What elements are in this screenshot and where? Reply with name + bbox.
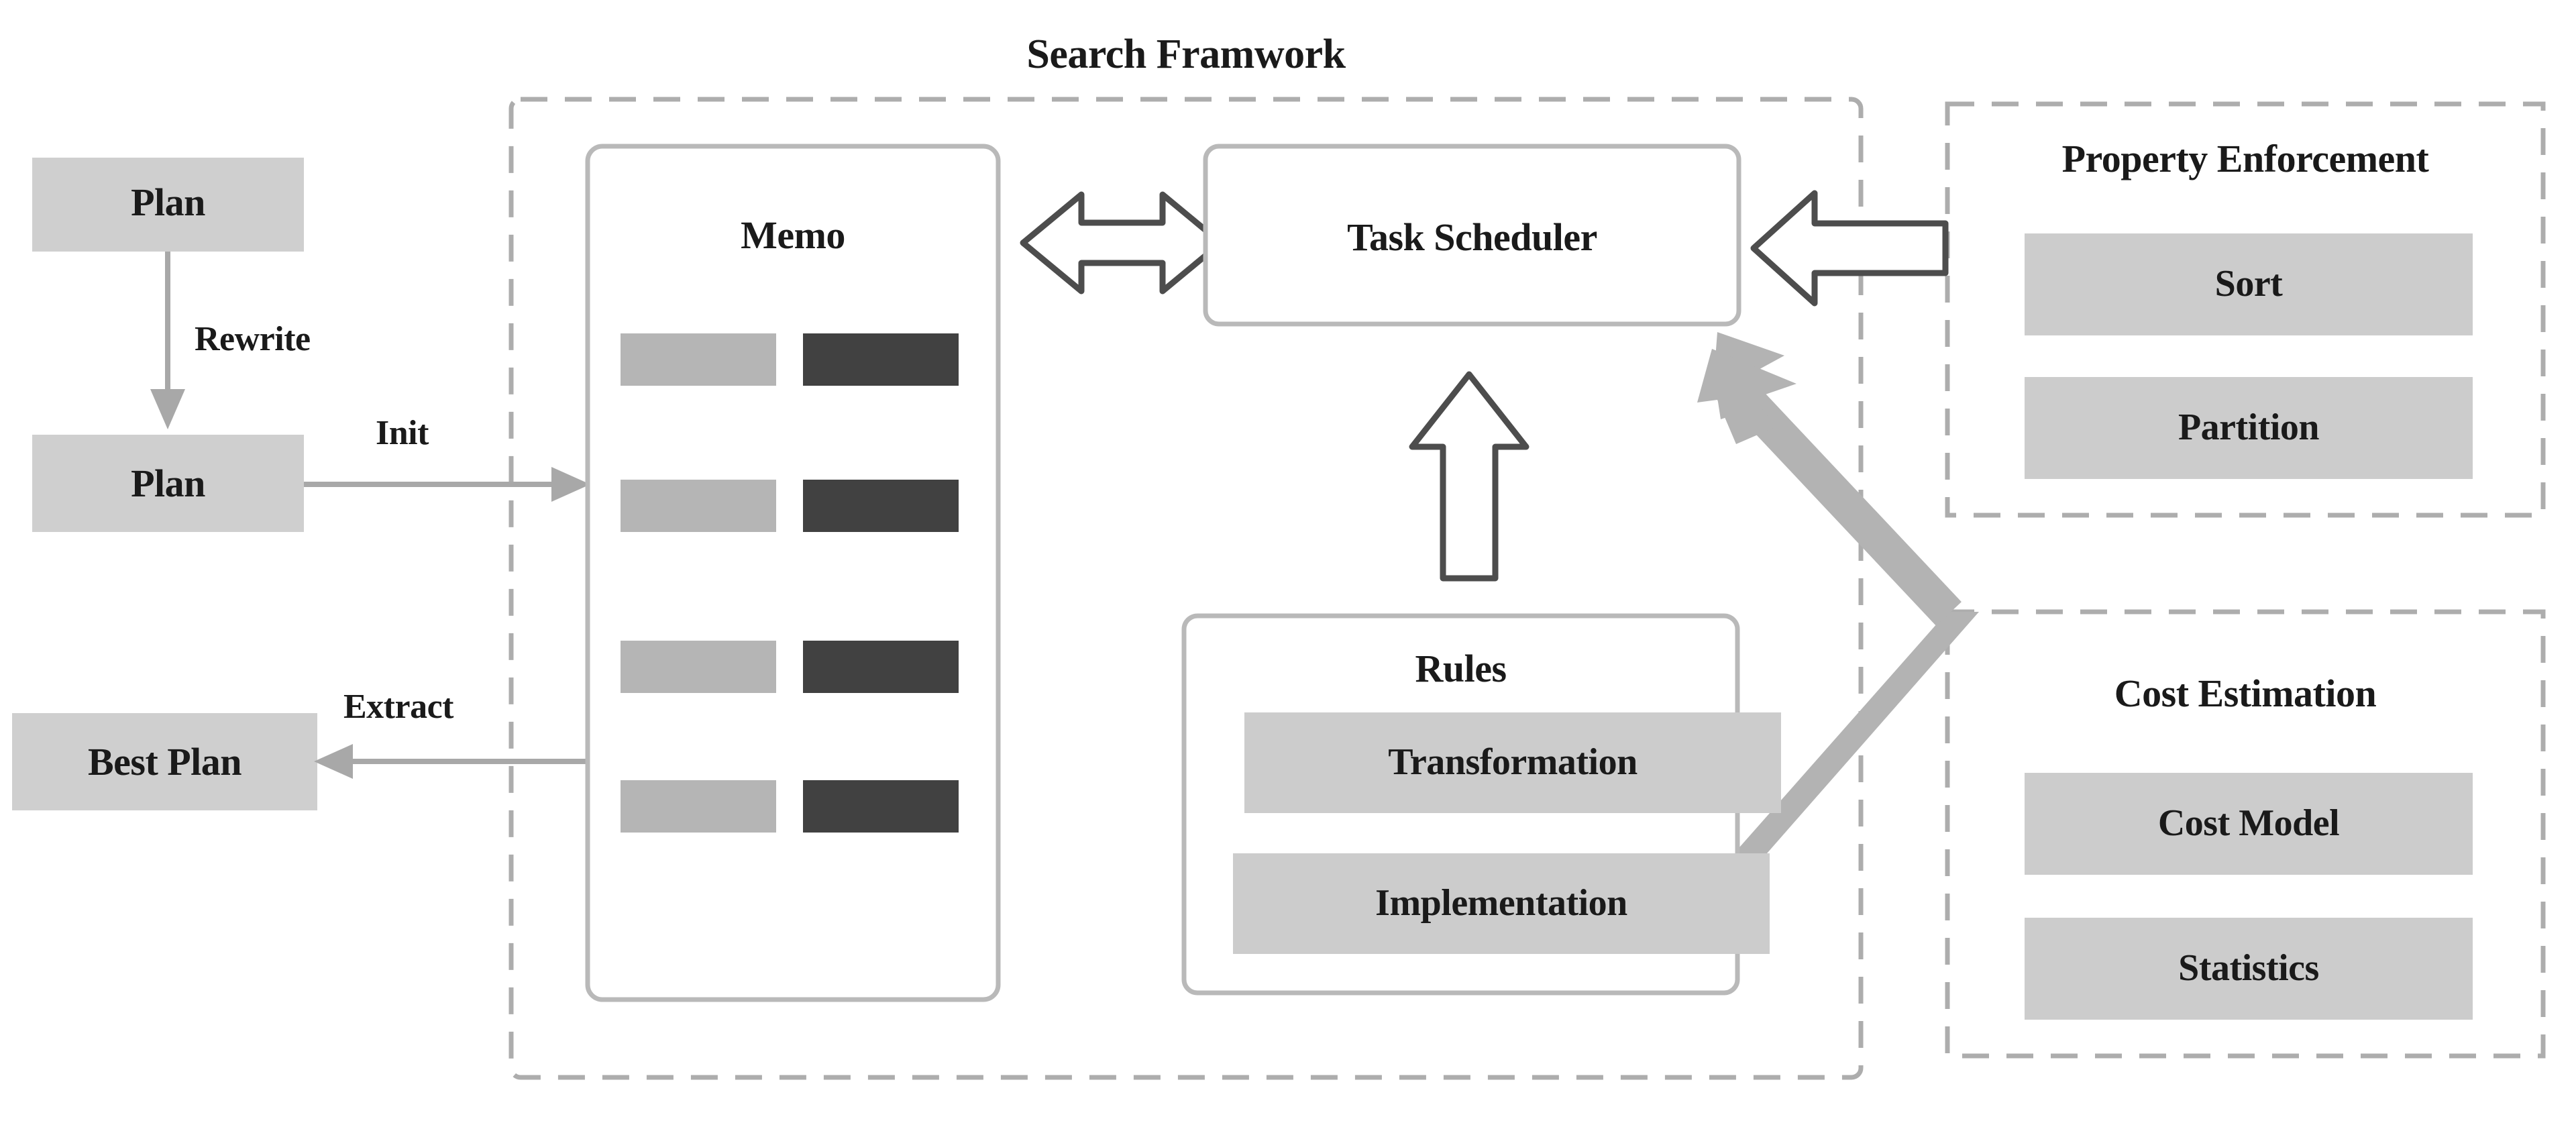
cost-chip-statistics <box>2025 918 2473 1020</box>
best-plan-label: Best Plan <box>87 740 242 784</box>
diagram-title: Search Framwork <box>1026 32 1346 77</box>
left-block-arrow-icon <box>1750 190 1949 307</box>
rules-chip-transformation <box>1244 712 1781 813</box>
cost-chip-statistics-label: Statistics <box>2178 947 2319 989</box>
rules-title: Rules <box>1415 647 1507 690</box>
memo-panel <box>585 144 1001 1002</box>
task-scheduler-panel <box>1203 144 1741 327</box>
diagonal-arrow-icon <box>1697 332 1979 859</box>
up-block-arrow-icon <box>1409 371 1529 582</box>
rules-chip-implementation <box>1233 853 1770 954</box>
cost-chip-cost-model-label: Cost Model <box>2157 802 2340 844</box>
search-framework-container <box>508 97 1864 1080</box>
double-headed-arrow-icon <box>1020 191 1224 295</box>
rules-chip-transformation-label: Transformation <box>1388 741 1638 783</box>
cost-estimation-container <box>1945 609 2546 1059</box>
memo-bar-dark <box>803 333 959 386</box>
property-chip-partition <box>2025 377 2473 479</box>
plan-rewritten-label: Plan <box>131 462 205 505</box>
plan-input-label: Plan <box>131 180 205 224</box>
cost-estimation-title: Cost Estimation <box>2114 672 2377 715</box>
property-chip-sort <box>2025 233 2473 335</box>
extract-edge-label: Extract <box>343 688 453 726</box>
property-chip-partition-label: Partition <box>2178 407 2320 448</box>
task-scheduler-title: Task Scheduler <box>1347 215 1597 259</box>
memo-bar-light <box>621 780 776 833</box>
property-chip-sort-label: Sort <box>2214 263 2283 305</box>
memo-bar-dark <box>803 780 959 833</box>
cost-chip-cost-model <box>2025 773 2473 875</box>
property-enforcement-title: Property Enforcement <box>2061 137 2429 180</box>
rules-chip-implementation-label: Implementation <box>1375 882 1627 924</box>
rewrite-edge-label: Rewrite <box>195 320 311 358</box>
plan-rewritten-node <box>32 435 304 532</box>
rewrite-arrow-icon <box>150 252 185 429</box>
memo-bar-dark <box>803 641 959 693</box>
extract-arrow-icon <box>314 744 590 779</box>
best-plan-node <box>12 713 317 810</box>
property-enforcement-container <box>1945 101 2546 518</box>
init-edge-label: Init <box>376 414 429 452</box>
memo-bar-light <box>621 641 776 693</box>
memo-bar-light <box>621 480 776 532</box>
plan-input-node <box>32 158 304 252</box>
init-arrow-icon <box>304 467 590 502</box>
memo-title: Memo <box>741 213 845 257</box>
memo-bar-dark <box>803 480 959 532</box>
memo-bar-light <box>621 333 776 386</box>
